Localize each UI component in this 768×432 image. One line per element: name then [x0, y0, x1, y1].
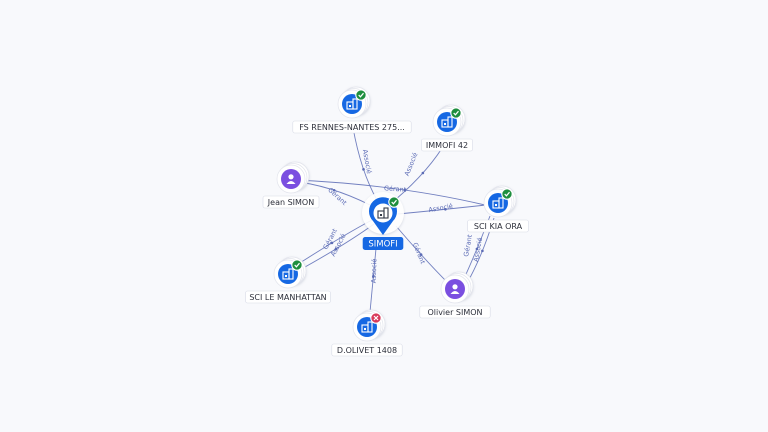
- edge-arrow: [475, 247, 479, 251]
- edge-label: Associé: [370, 259, 379, 284]
- building-icon: [441, 116, 453, 128]
- node-label-box: [421, 138, 473, 152]
- node-jean-simon[interactable]: Jean SIMON: [262, 161, 320, 209]
- node-label-box: [331, 343, 403, 357]
- edge-arrow: [481, 249, 484, 253]
- node-label: IMMOFI 42: [426, 141, 468, 150]
- node-olivier-simon[interactable]: Olivier SIMON: [419, 271, 491, 319]
- person-icon: [450, 284, 460, 294]
- node-label-box: [467, 219, 529, 233]
- node-sci-kia-ora[interactable]: SCI KIA ORA: [467, 185, 529, 233]
- node-label: SCI KIA ORA: [474, 222, 523, 231]
- center-label-box: [362, 237, 404, 250]
- node-label-box: [292, 120, 412, 134]
- edge-label: Associé: [361, 149, 373, 175]
- edge-label: Gérant: [462, 234, 474, 258]
- edge-label: Associé: [403, 151, 420, 177]
- node-simofi[interactable]: SIMOFI: [362, 192, 404, 250]
- node-label: Jean SIMON: [267, 198, 314, 207]
- active-check-icon: [291, 259, 303, 271]
- person-icon: [286, 174, 296, 184]
- building-icon: [346, 98, 358, 110]
- node-label-box: [245, 290, 331, 304]
- node-label: FS RENNES-NANTES 275...: [299, 123, 405, 132]
- node-label-box: [419, 305, 491, 319]
- active-check-icon: [355, 89, 367, 101]
- node-label-box: [262, 195, 320, 209]
- active-check-icon: [388, 196, 400, 208]
- edge-simofi-sci-kia-ora: [397, 204, 487, 215]
- building-icon: [361, 321, 373, 333]
- node-immofi42[interactable]: IMMOFI 42: [421, 104, 473, 152]
- edge-label: Gérant: [326, 186, 348, 207]
- edge-arrow: [362, 168, 365, 171]
- edge-arrow: [332, 188, 336, 192]
- building-icon: [377, 207, 389, 219]
- edge-jean-simon-sci-kia-ora: [296, 179, 486, 206]
- edge-arrow: [330, 241, 334, 245]
- center-node-label: SIMOFI: [368, 240, 397, 250]
- node-dolivet[interactable]: D.OLIVET 1408: [331, 309, 403, 357]
- edge-arrow: [421, 171, 425, 175]
- node-label: SCI LE MANHATTAN: [249, 293, 326, 302]
- edge-arrow: [419, 253, 423, 256]
- node-sci-manhattan[interactable]: SCI LE MANHATTAN: [245, 256, 331, 304]
- active-check-icon: [501, 188, 513, 200]
- node-fs-rennes[interactable]: FS RENNES-NANTES 275...: [292, 86, 412, 134]
- edge-arrow: [444, 207, 447, 211]
- building-icon: [492, 197, 504, 209]
- nodes-layer: FS RENNES-NANTES 275... IMMOFI 42 Jean SIM…: [245, 86, 529, 357]
- edge-arrow: [334, 247, 338, 251]
- building-icon: [282, 268, 294, 280]
- node-label: D.OLIVET 1408: [337, 346, 397, 355]
- edge-label: Gérant: [384, 184, 407, 194]
- edge-arrow: [372, 274, 375, 278]
- edge-label: Gérant: [411, 241, 427, 265]
- active-check-icon: [450, 107, 462, 119]
- edge-label: Associé: [428, 202, 454, 214]
- node-label: Olivier SIMON: [427, 308, 482, 317]
- edge-arrow: [403, 188, 407, 192]
- closed-status-icon: [370, 312, 382, 324]
